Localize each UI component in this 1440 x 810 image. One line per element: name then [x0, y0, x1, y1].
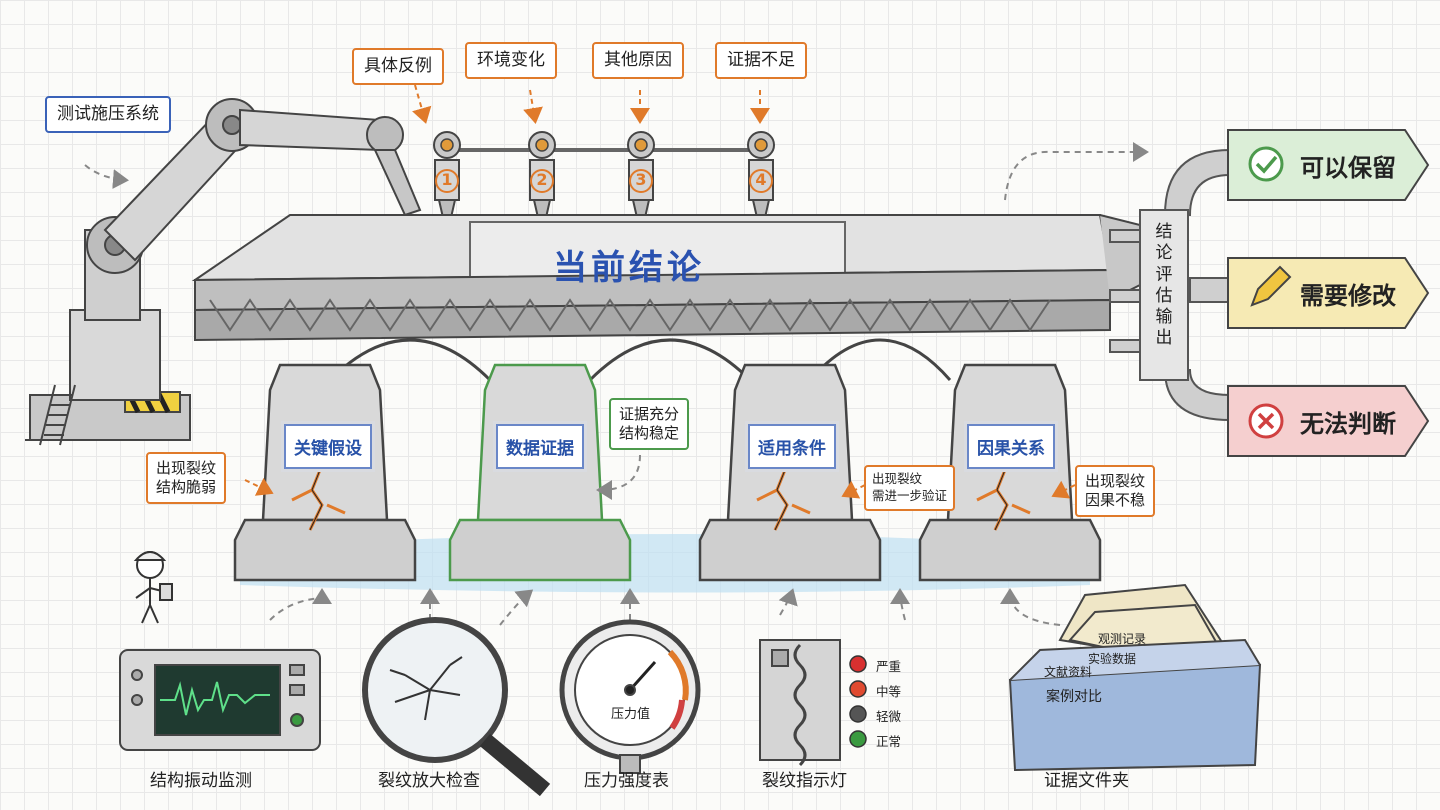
lamp-1 — [849, 655, 867, 673]
actuator-number-3: 3 — [635, 170, 647, 189]
flow-arrows — [84, 142, 1149, 626]
pillar-plate-3: 适用条件 — [748, 424, 836, 469]
output-keep: 可以保留 — [1300, 154, 1396, 182]
lamp-2 — [849, 680, 867, 698]
pillar-2 — [448, 363, 632, 582]
gauge-value-label: 压力值 — [611, 707, 651, 722]
tool-label-indicator: 裂纹指示灯 — [762, 771, 847, 791]
lamp-label-severe: 严重 — [876, 659, 902, 674]
evaluation-label: 结论评估输出 — [1155, 222, 1173, 349]
tool-label-folder: 证据文件夹 — [1044, 771, 1129, 791]
pillar-3 — [698, 363, 882, 582]
crack-note-3: 出现裂纹 需进一步验证 — [864, 465, 956, 511]
pillar-1 — [233, 363, 417, 582]
actuator-number-2: 2 — [536, 170, 548, 189]
folder-card-2: 实验数据 — [1088, 652, 1137, 666]
worker-icon — [133, 551, 173, 624]
folder-card-1: 观测记录 — [1098, 632, 1147, 646]
tool-label-gauge: 压力强度表 — [584, 771, 669, 791]
tool-label-magnifier: 裂纹放大检查 — [378, 771, 480, 791]
pillar-plate-4: 因果关系 — [967, 424, 1055, 469]
arches — [328, 338, 952, 382]
ladder — [39, 384, 76, 446]
check-icon — [1248, 146, 1284, 182]
pressure-label-2: 环境变化 — [465, 42, 557, 80]
point-arrows — [244, 84, 1076, 499]
crack-note-2: 证据充分 结构稳定 — [609, 398, 690, 450]
conclusion-title: 当前结论 — [553, 248, 705, 288]
indicator-lamps — [849, 655, 867, 748]
pressure-label-1: 具体反例 — [352, 48, 444, 86]
file-box-icon — [1008, 583, 1262, 772]
lamp-label-medium: 中等 — [876, 684, 902, 699]
pillar-plate-1: 关键假设 — [284, 424, 372, 469]
robot-arm-icon — [25, 98, 422, 441]
pressure-label-3: 其他原因 — [592, 42, 684, 80]
crack-note-4: 出现裂纹 因果不稳 — [1075, 465, 1156, 517]
oscilloscope-icon — [119, 649, 321, 751]
crack-note-1: 出现裂纹 结构脆弱 — [146, 452, 227, 504]
output-undecidable: 无法判断 — [1300, 410, 1396, 438]
test-system-label: 测试施压系统 — [45, 96, 171, 134]
folder-card-4: 案例对比 — [1046, 689, 1102, 705]
actuator-number-4: 4 — [755, 170, 767, 189]
magnifier-icon — [362, 617, 551, 797]
lamp-4 — [849, 730, 867, 748]
lamp-label-normal: 正常 — [876, 734, 902, 749]
output-pipes — [1109, 148, 1231, 422]
actuator-4 — [742, 131, 780, 234]
pillar-plate-2: 数据证据 — [496, 424, 584, 469]
evaluation-box — [1139, 209, 1189, 381]
indicator-panel-icon — [759, 639, 841, 767]
cross-icon — [1248, 403, 1284, 439]
actuator-number-1: 1 — [441, 170, 453, 189]
pressure-label-4: 证据不足 — [715, 42, 807, 80]
lamp-label-minor: 轻微 — [876, 709, 902, 724]
actuators — [428, 131, 780, 234]
gauge-icon — [559, 619, 701, 774]
folder-card-3: 文献资料 — [1044, 665, 1093, 679]
pencil-icon — [1250, 265, 1292, 307]
output-modify: 需要修改 — [1300, 282, 1396, 310]
lamp-3 — [849, 705, 867, 723]
actuator-2 — [523, 131, 561, 234]
tool-label-vibration: 结构振动监测 — [150, 771, 252, 791]
